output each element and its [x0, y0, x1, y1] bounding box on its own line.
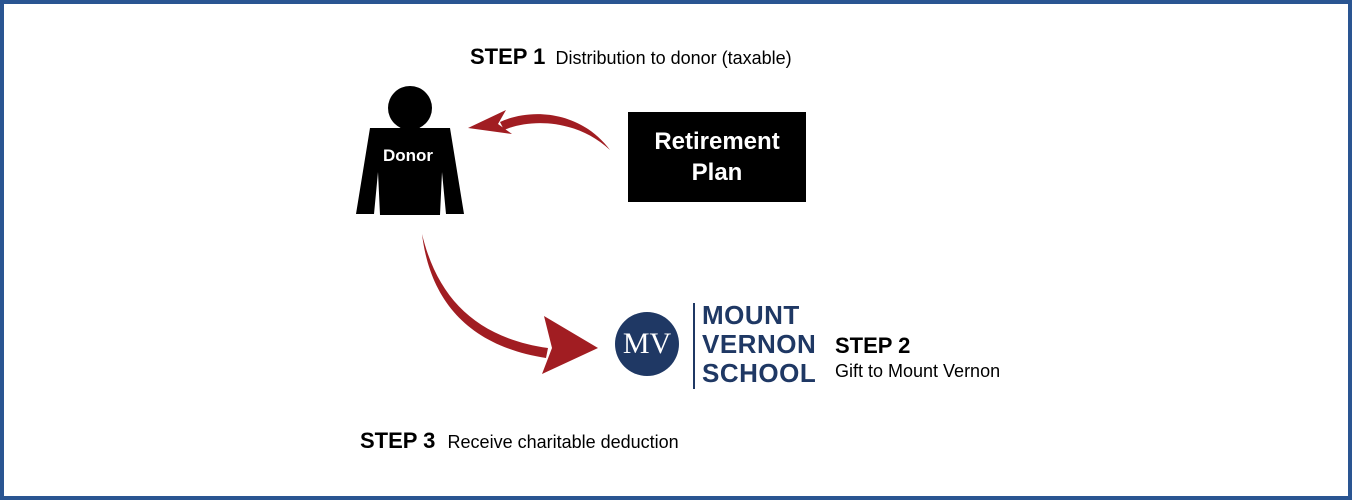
step2-description: Gift to Mount Vernon — [835, 361, 1001, 381]
step1-caption: STEP 1 Distribution to donor (taxable) — [470, 44, 792, 70]
school-name-line1: MOUNT — [702, 300, 800, 330]
school-name-line3: SCHOOL — [702, 358, 817, 388]
school-name-line2: VERNON — [702, 329, 817, 359]
step3-description: Receive charitable deduction — [447, 432, 679, 452]
step3-label: STEP 3 — [360, 428, 436, 453]
retirement-plan-line2: Plan — [691, 159, 743, 186]
step1-description: Distribution to donor (taxable) — [555, 48, 792, 68]
arrow-plan-to-donor-icon — [468, 110, 610, 150]
school-monogram-logo: MV — [615, 312, 679, 376]
step1-label: STEP 1 — [470, 44, 546, 69]
step2-caption: STEP 2 Gift to Mount Vernon — [835, 333, 1000, 383]
step2-label: STEP 2 — [835, 333, 911, 358]
retirement-plan-box: Retirement Plan — [628, 112, 806, 202]
logo-divider — [693, 303, 695, 389]
step3-caption: STEP 3 Receive charitable deduction — [360, 428, 679, 454]
donor-label: Donor — [382, 146, 434, 165]
donor-person-icon — [356, 86, 464, 215]
arrow-donor-to-school-icon — [422, 234, 598, 374]
school-name: MOUNT VERNON SCHOOL — [702, 301, 816, 388]
retirement-plan-line1: Retirement — [654, 128, 780, 155]
